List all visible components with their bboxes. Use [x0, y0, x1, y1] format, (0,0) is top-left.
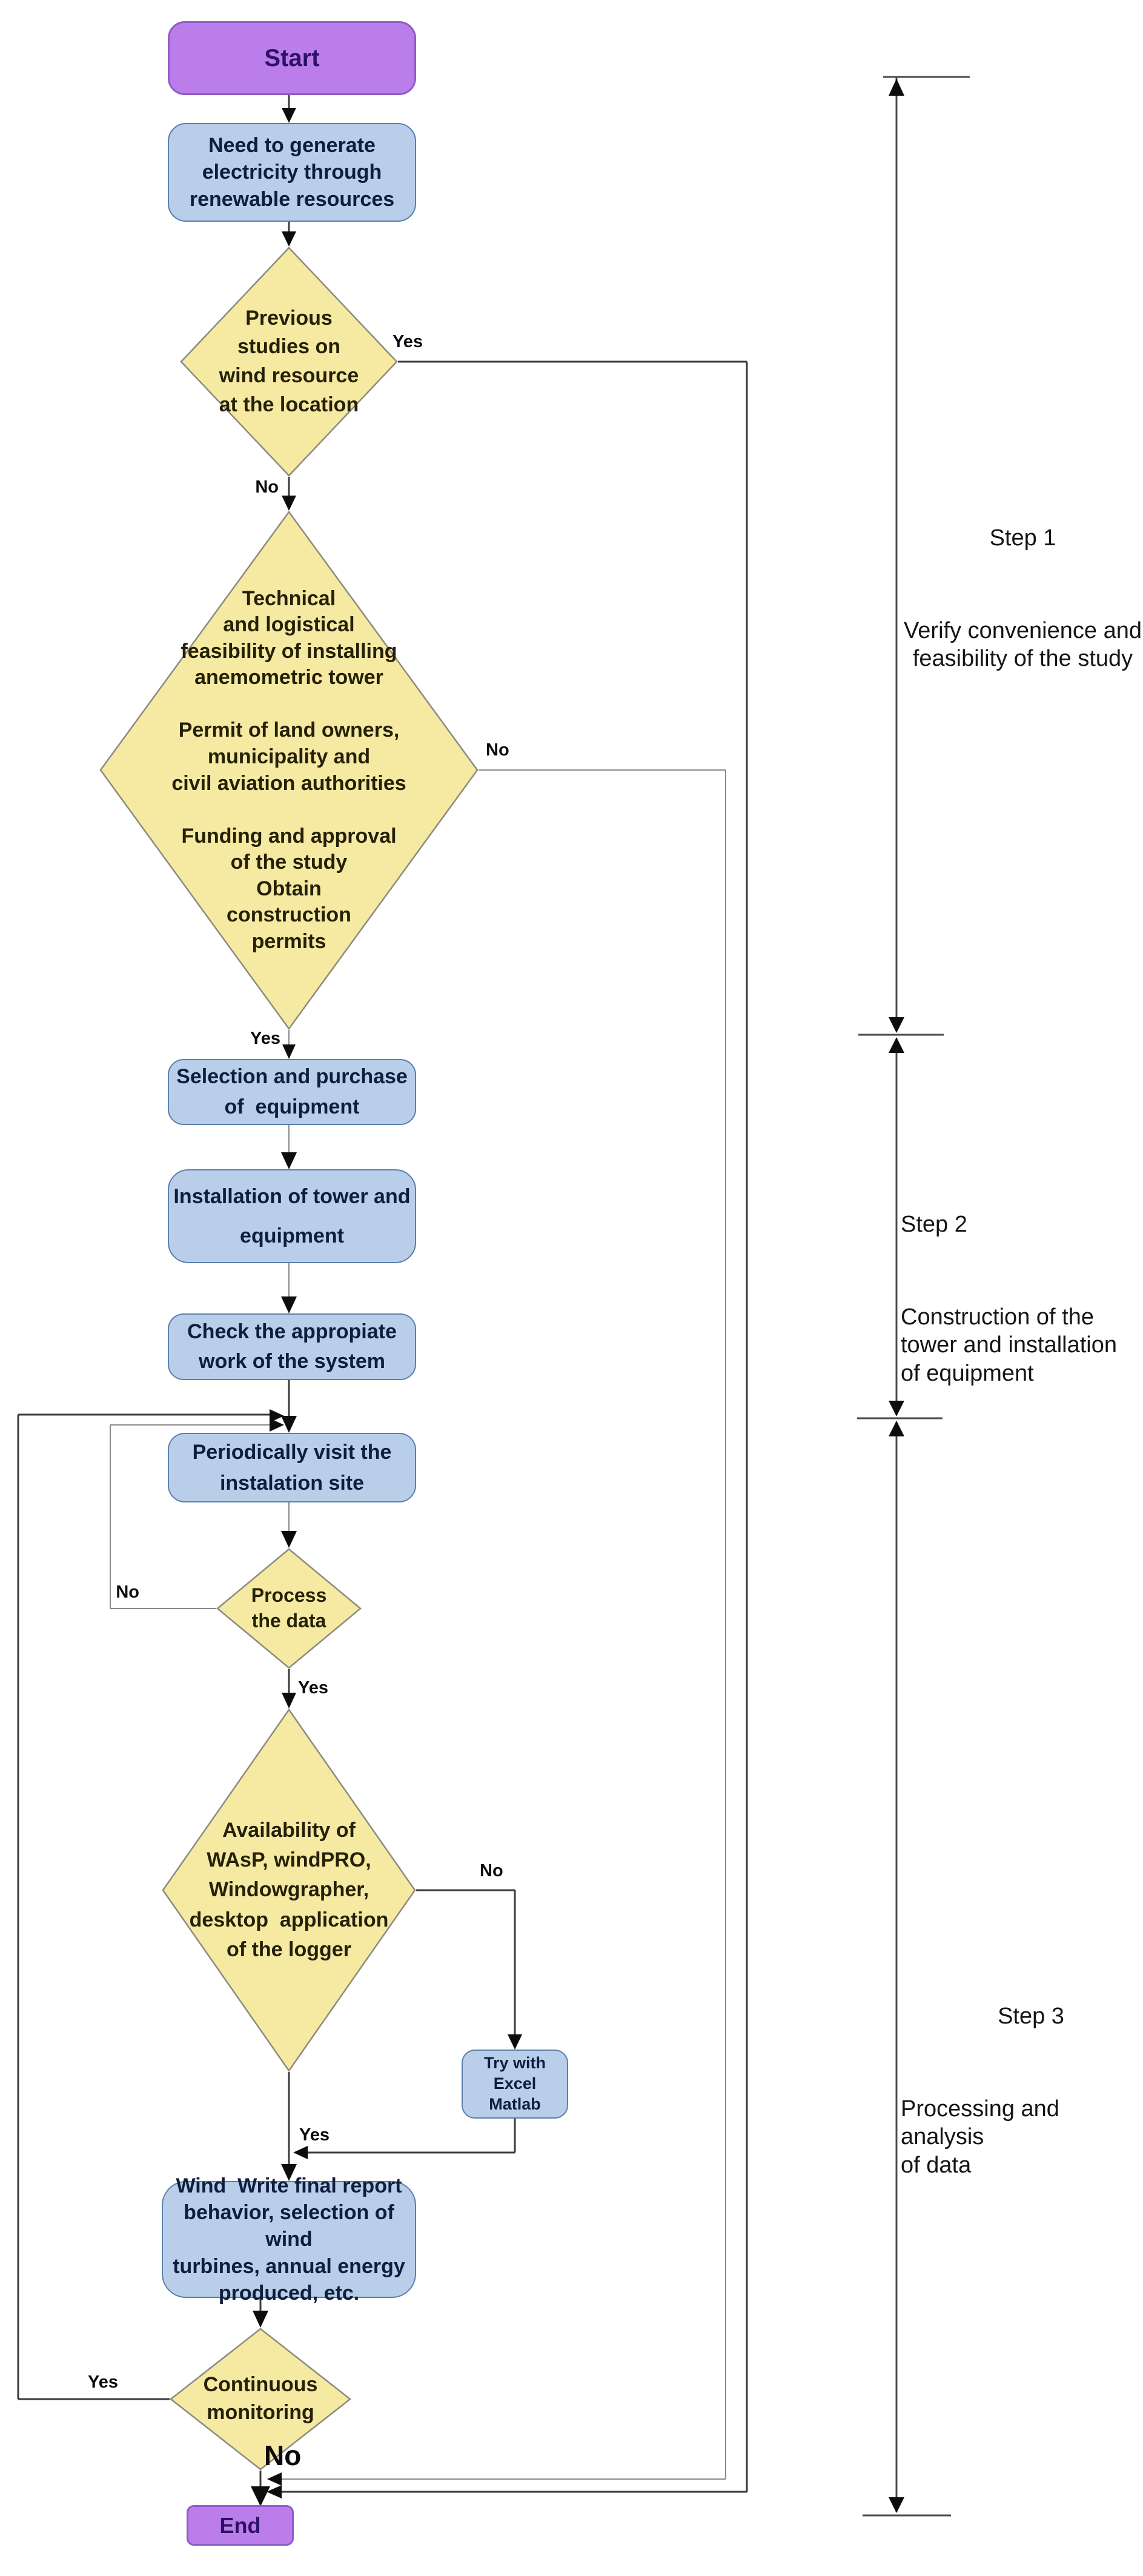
label-availability-yes: Yes	[299, 2125, 330, 2145]
edge-start-to-need	[282, 95, 296, 123]
node-end: End	[187, 2505, 294, 2546]
node-try-excel-matlab: Try with Excel Matlab	[462, 2050, 568, 2119]
diamond-shape	[170, 2328, 351, 2471]
node-need-electricity: Need to generate electricity through ren…	[168, 123, 416, 222]
node-check-system: Check the appropiate work of the system	[168, 1313, 416, 1380]
node-availability-software: Availability of WAsP, windPRO, Windowgra…	[162, 1708, 416, 2072]
edge-need-to-previous	[282, 222, 296, 247]
node-previous-studies: Previous studies on wind resource at the…	[180, 247, 398, 477]
step-2-description: Construction of the tower and installati…	[901, 1304, 1117, 1386]
node-periodic-visit: Periodically visit the instalation site	[168, 1433, 416, 1502]
node-start: Start	[168, 21, 416, 95]
label-process-yes: Yes	[298, 1678, 328, 1698]
edge-process-no-loop	[110, 1418, 284, 1609]
label-feasibility-yes: Yes	[250, 1029, 280, 1048]
edge-availability-yes-to-report	[281, 2072, 297, 2181]
edge-process-yes-to-availability	[282, 1669, 296, 1708]
step-2-title: Step 2	[901, 1211, 967, 1237]
step-2-annotation: Step 2 Construction of the tower and ins…	[901, 1154, 1143, 1444]
step-3-annotation: Step 3 Processing and analysis of data	[901, 1946, 1143, 2236]
edge-feasibility-no-return	[267, 769, 726, 2486]
step-1-annotation: Step 1 Verify convenience and feasibilit…	[903, 468, 1143, 729]
edge-check-to-visit	[281, 1380, 297, 1433]
node-process-data: Process the data	[216, 1548, 362, 1669]
node-installation: Installation of tower and equipment	[168, 1169, 416, 1263]
label-availability-no: No	[480, 1861, 503, 1881]
diamond-shape	[99, 511, 479, 1030]
edge-visit-to-process	[281, 1502, 297, 1548]
label-monitoring-no: No	[264, 2440, 302, 2471]
diamond-shape	[216, 1548, 362, 1669]
diamond-shape	[180, 247, 398, 477]
label-previous-yes: Yes	[393, 332, 423, 351]
edge-monitoring-yes-loop	[17, 1409, 284, 2400]
diamond-shape	[162, 1708, 416, 2072]
edge-selection-to-installation	[281, 1125, 297, 1169]
edge-previous-no-to-feasibility	[282, 477, 296, 511]
edge-installation-to-check	[281, 1263, 297, 1313]
step-3-description: Processing and analysis of data	[901, 2096, 1059, 2178]
node-feasibility: Technical and logistical feasibility of …	[99, 511, 479, 1030]
node-final-report: Wind Write final report behavior, select…	[162, 2174, 416, 2305]
edge-feasibility-yes-to-selection	[282, 1030, 296, 1059]
edge-previous-yes-return	[267, 360, 748, 2498]
label-feasibility-no: No	[486, 740, 509, 760]
step-1-description: Verify convenience and feasibility of th…	[904, 617, 1142, 672]
edge-monitoring-no-to-end	[251, 2471, 270, 2506]
step-bracket	[857, 76, 970, 2517]
node-selection-purchase: Selection and purchase of equipment	[168, 1059, 416, 1125]
label-monitoring-yes: Yes	[88, 2372, 118, 2392]
edge-availability-no-try	[293, 1889, 522, 2159]
step-1-title: Step 1	[989, 525, 1056, 551]
label-process-no: No	[116, 1582, 139, 1602]
label-previous-no: No	[255, 477, 279, 497]
node-continuous-monitoring: Continuous monitoring	[170, 2328, 351, 2471]
edge-report-to-monitoring	[253, 2298, 268, 2328]
step-3-title: Step 3	[998, 2003, 1064, 2029]
